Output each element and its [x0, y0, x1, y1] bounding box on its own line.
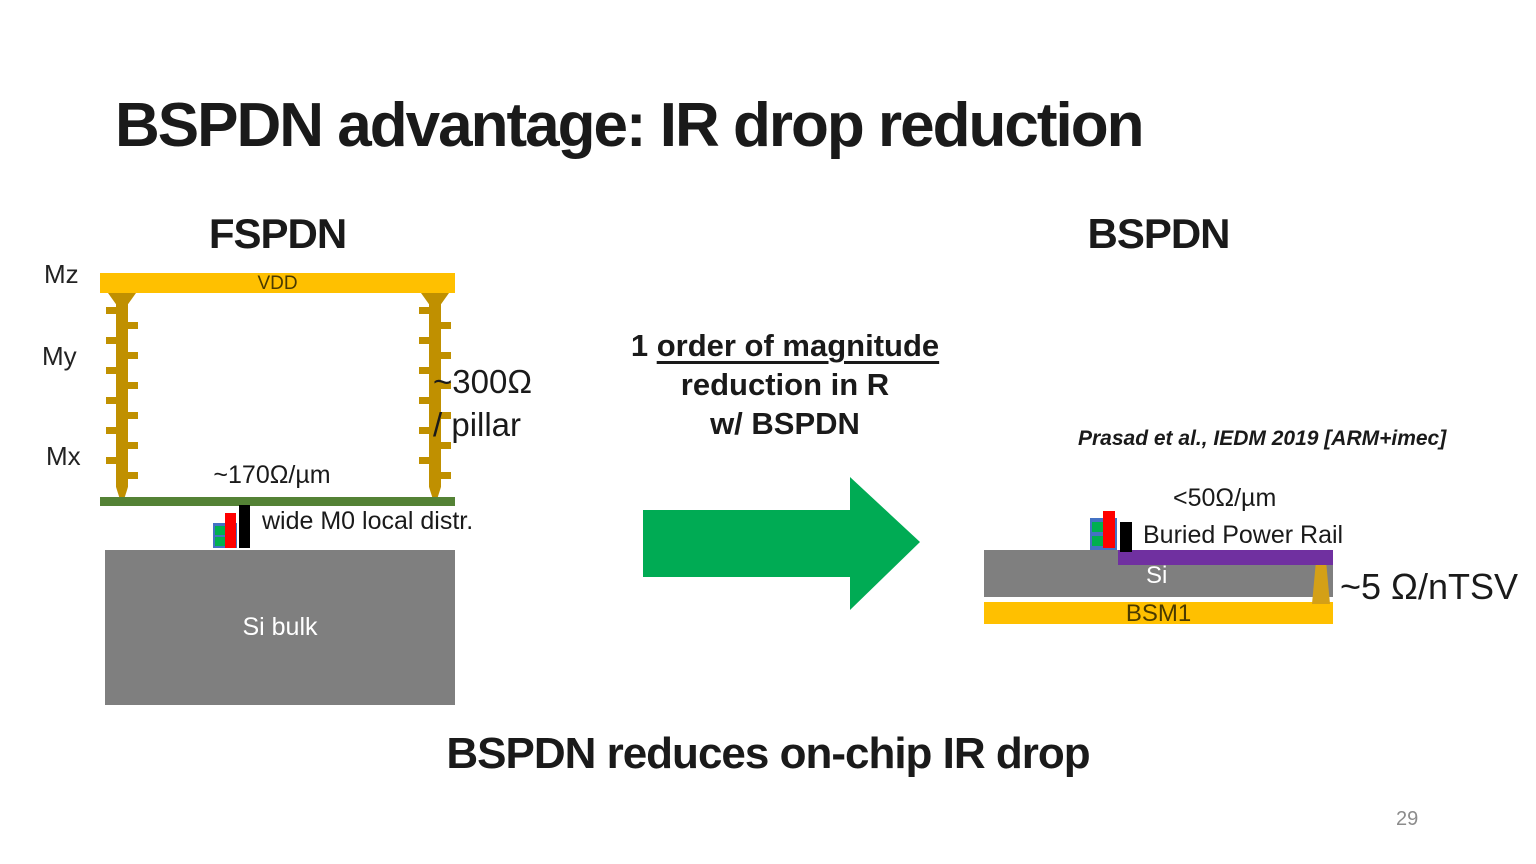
via-pillar-tab	[419, 457, 435, 464]
via-pillar-tab	[106, 457, 122, 464]
via-pillar-tab	[106, 307, 122, 314]
bpr-resistance-label: <50Ω/µm	[1173, 484, 1277, 512]
vdd-rail-bar: VDD	[100, 273, 455, 294]
si-bulk-block: Si bulk	[105, 550, 455, 705]
page-title: BSPDN advantage: IR drop reduction	[115, 91, 1144, 160]
si-bulk-label: Si bulk	[242, 613, 318, 641]
via-pillar-tab	[435, 382, 451, 389]
citation: Prasad et al., IEDM 2019 [ARM+imec]	[1078, 427, 1447, 450]
metal-layer-label-my: My	[42, 341, 77, 371]
via-pillar-tab	[122, 442, 138, 449]
transistor-contact	[1120, 522, 1132, 552]
via-pillar-tab	[122, 322, 138, 329]
via-pillar-tab	[435, 322, 451, 329]
fspdn-heading: FSPDN	[208, 210, 347, 257]
metal-layer-label-mx: Mx	[46, 441, 81, 471]
via-pillar-left	[105, 293, 139, 506]
transistor-device-right	[1090, 511, 1132, 554]
m0-metal-bar	[100, 497, 455, 506]
ntsv-resistance-label: ~5 Ω/nTSV	[1340, 566, 1518, 607]
transistor-gate	[225, 513, 236, 548]
via-pillar-tab	[122, 382, 138, 389]
bspdn-heading: BSPDN	[1087, 210, 1230, 257]
via-pillar-column	[429, 293, 441, 506]
via-pillar-tab	[419, 427, 435, 434]
via-pillar-tab	[122, 472, 138, 479]
via-pillar-tab	[106, 427, 122, 434]
bsm1-rail-bar: BSM1	[984, 600, 1333, 627]
reduction-note-line1: 1 order of magnitude	[630, 328, 940, 363]
vdd-label: VDD	[257, 273, 298, 294]
bottom-caption: BSPDN reduces on-chip IR drop	[446, 729, 1090, 778]
buried-power-rail-bar	[1118, 550, 1333, 565]
via-pillar-tab	[419, 397, 435, 404]
page-number: 29	[1396, 808, 1419, 830]
transistor-gate	[1103, 511, 1115, 548]
via-pillar-column	[116, 293, 128, 506]
si-layer-label: Si	[1146, 562, 1168, 589]
metal-layer-label-mz: Mz	[44, 259, 79, 289]
reduction-note: 1 order of magnitude reduction in R w/ B…	[590, 326, 980, 443]
right-arrow-icon	[643, 477, 920, 610]
bsm1-label: BSM1	[1125, 600, 1192, 627]
ntsv-plug	[1312, 565, 1330, 604]
via-pillar-tab	[435, 412, 451, 419]
m0-distribution-label: wide M0 local distr.	[262, 507, 474, 535]
via-pillar-tab	[106, 397, 122, 404]
reduction-note-line2: reduction in R	[680, 367, 890, 402]
via-pillar-tab	[419, 367, 435, 374]
transistor-device-left	[213, 505, 255, 548]
m0-resistance-label: ~170Ω/µm	[213, 461, 331, 489]
via-pillar-tab	[435, 472, 451, 479]
via-pillar-tab	[419, 337, 435, 344]
via-pillar-tab	[122, 352, 138, 359]
via-pillar-tab	[435, 352, 451, 359]
transistor-contact	[239, 505, 250, 548]
via-pillar-right	[418, 293, 452, 506]
via-pillar-tab	[122, 412, 138, 419]
via-pillar-tab	[419, 307, 435, 314]
via-pillar-tab	[106, 367, 122, 374]
via-pillar-tab	[435, 442, 451, 449]
reduction-note-line3: w/ BSPDN	[710, 406, 860, 441]
pillar-resistance-label: ~300Ω / pillar	[433, 363, 532, 443]
via-pillar-tab	[106, 337, 122, 344]
buried-power-rail-label: Buried Power Rail	[1143, 521, 1344, 549]
